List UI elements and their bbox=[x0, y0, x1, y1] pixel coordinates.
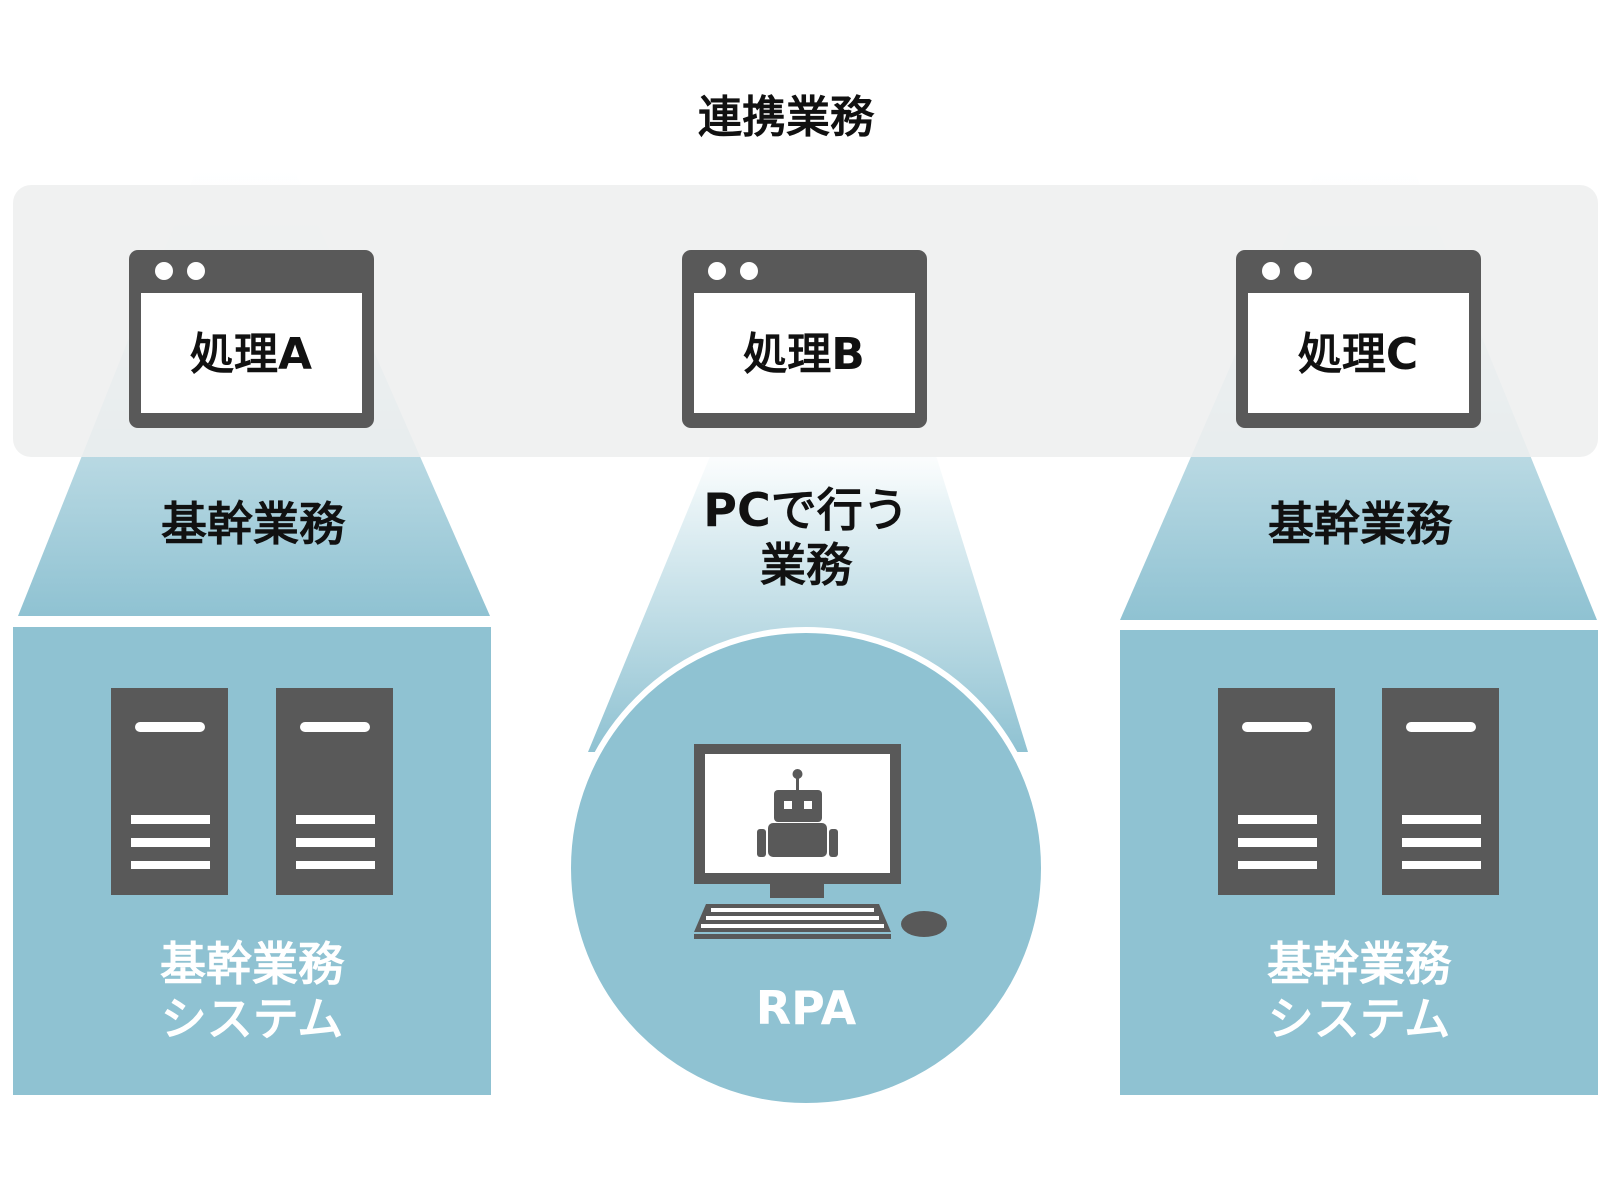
window-dot-icon bbox=[187, 262, 205, 280]
left-system-label-line2: システム bbox=[161, 992, 344, 1046]
window-dot-icon bbox=[155, 262, 173, 280]
left-system-label-line1: 基幹業務 bbox=[160, 937, 345, 991]
process-window-c: 処理C bbox=[1236, 250, 1481, 428]
right-system-block: 基幹業務 システム bbox=[1120, 621, 1598, 1095]
system-box bbox=[1120, 630, 1598, 1095]
window-dot-icon bbox=[708, 262, 726, 280]
process-label-b: 処理B bbox=[743, 329, 865, 380]
process-window-a: 処理A bbox=[129, 250, 374, 428]
left-system-block: 基幹業務 システム bbox=[13, 618, 491, 1095]
server-rack-icon bbox=[276, 688, 393, 895]
server-rack-icon bbox=[1382, 688, 1499, 895]
window-content bbox=[694, 293, 915, 413]
diagram-title: 連携業務 bbox=[698, 92, 875, 143]
right-business-label: 基幹業務 bbox=[1268, 497, 1453, 551]
window-dot-icon bbox=[1294, 262, 1312, 280]
system-box bbox=[13, 627, 491, 1095]
rpa-label: RPA bbox=[756, 981, 857, 1035]
server-rack-icon bbox=[111, 688, 228, 895]
mouse-icon bbox=[901, 911, 947, 937]
right-system-label-line2: システム bbox=[1268, 992, 1451, 1046]
window-dot-icon bbox=[740, 262, 758, 280]
robot-icon bbox=[757, 769, 838, 857]
left-business-label: 基幹業務 bbox=[161, 497, 346, 551]
keyboard-icon bbox=[694, 904, 891, 939]
window-content bbox=[141, 293, 362, 413]
rpa-circle-block: RPA bbox=[565, 627, 1047, 1109]
system-box-top-line bbox=[13, 618, 491, 623]
window-content bbox=[1248, 293, 1469, 413]
system-box-top-line bbox=[1120, 621, 1598, 626]
right-system-label-line1: 基幹業務 bbox=[1267, 937, 1452, 991]
process-window-b: 処理B bbox=[682, 250, 927, 428]
center-business-label-line2: 業務 bbox=[760, 538, 853, 592]
server-rack-icon bbox=[1218, 688, 1335, 895]
process-label-a: 処理A bbox=[190, 329, 312, 380]
center-business-label-line1: PCで行う bbox=[703, 483, 908, 537]
window-dot-icon bbox=[1262, 262, 1280, 280]
process-label-c: 処理C bbox=[1298, 329, 1418, 380]
